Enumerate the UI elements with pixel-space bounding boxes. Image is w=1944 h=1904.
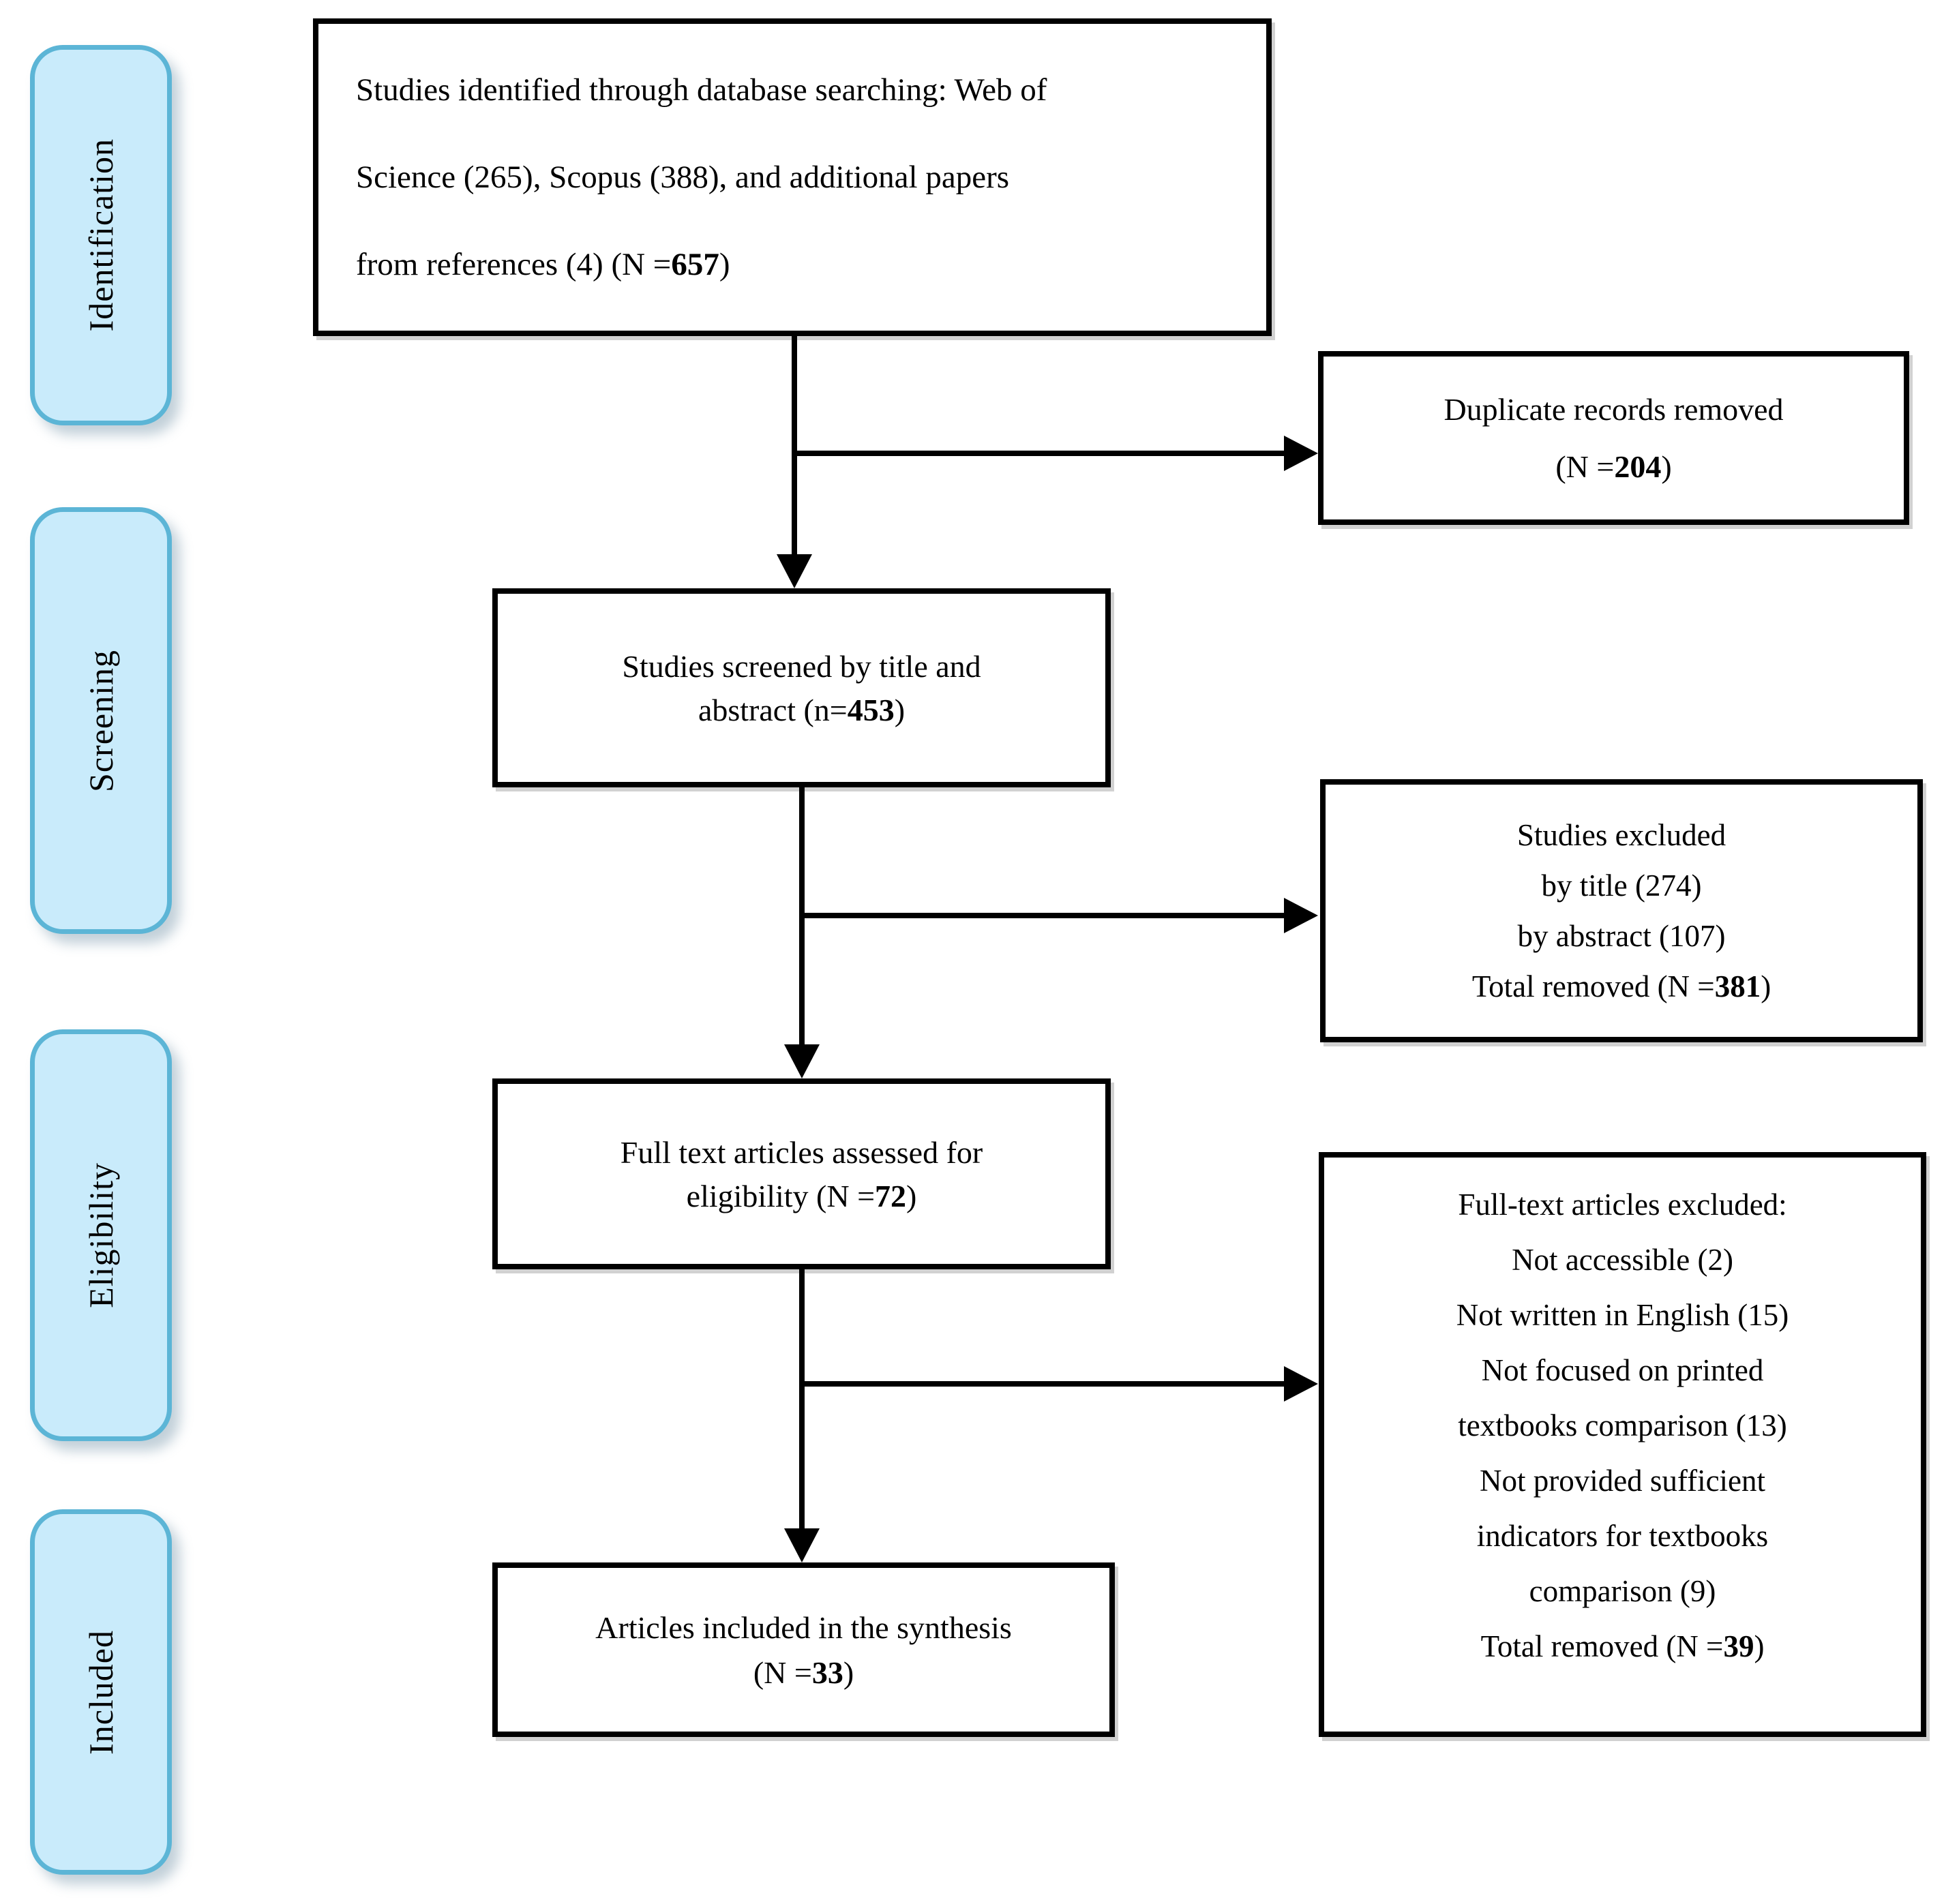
stage-label-identification: Identification <box>82 138 120 332</box>
count-included: 33 <box>811 1654 843 1690</box>
stage-label-included: Included <box>82 1629 120 1755</box>
arrow-right-icon <box>1284 436 1318 471</box>
box-text-line: Studies screened by title and <box>622 648 981 684</box>
stage-pillar-identification: Identification <box>30 45 172 425</box>
box-text-line: (N = 33) <box>753 1650 854 1695</box>
box-text-line: Articles included in the synthesis <box>595 1610 1012 1645</box>
text-segment: ) <box>894 692 906 727</box>
count-excluded-screening: 381 <box>1714 969 1761 1003</box>
box-text-line: Science (265), Scopus (388), and additio… <box>356 160 1010 195</box>
box-text-line: Duplicate records removed <box>1444 392 1784 427</box>
box-duplicates-removed: Duplicate records removed (N = 204) <box>1318 351 1909 525</box>
stage-pillar-eligibility: Eligibility <box>30 1029 172 1441</box>
box-studies-screened: Studies screened by title and abstract (… <box>492 588 1111 787</box>
stage-label-eligibility: Eligibility <box>82 1162 120 1308</box>
box-text-line: from references (4) (N = 657) <box>356 221 730 308</box>
text-segment: abstract (n= <box>698 692 848 727</box>
box-text-line: Not provided sufficient <box>1479 1463 1766 1498</box>
connector-to-excluded-fulltext <box>802 1381 1287 1387</box>
text-segment: ) <box>843 1654 854 1690</box>
text-segment: ) <box>1754 1629 1765 1663</box>
arrow-down-icon <box>784 1044 820 1078</box>
box-text-line: Not accessible (2) <box>1512 1242 1733 1277</box>
box-text-line: Not focused on printed <box>1481 1353 1764 1387</box>
text-segment: ) <box>1761 969 1771 1003</box>
box-studies-excluded-screening: Studies excluded by title (274) by abstr… <box>1320 779 1923 1042</box>
connector-fulltext-to-included <box>799 1269 805 1530</box>
box-text-line: (N = 204) <box>1555 438 1671 496</box>
box-studies-identified: Studies identified through database sear… <box>313 18 1272 336</box>
arrow-right-icon <box>1284 1366 1318 1402</box>
box-fulltext-excluded: Full-text articles excluded: Not accessi… <box>1319 1152 1926 1737</box>
stage-label-screening: Screening <box>82 649 120 792</box>
text-segment: Total removed (N = <box>1480 1629 1724 1663</box>
stage-pillar-screening: Screening <box>30 507 172 934</box>
box-text-line: by title (274) <box>1541 868 1702 903</box>
count-excluded-fulltext: 39 <box>1723 1629 1754 1663</box>
count-total-identified: 657 <box>671 247 719 282</box>
box-text-line: comparison (9) <box>1529 1573 1716 1608</box>
box-text-line: Not written in English (15) <box>1456 1297 1789 1332</box>
box-articles-included: Articles included in the synthesis (N = … <box>492 1562 1115 1737</box>
text-segment: ) <box>719 247 730 282</box>
box-text-line: Full text articles assessed for <box>620 1134 983 1170</box>
arrow-down-icon <box>784 1528 820 1562</box>
count-screened: 453 <box>847 692 895 727</box>
stage-pillar-included: Included <box>30 1509 172 1875</box>
arrow-right-icon <box>1284 898 1318 933</box>
box-fulltext-assessed: Full text articles assessed for eligibil… <box>492 1078 1111 1269</box>
text-segment: eligibility (N = <box>686 1178 876 1213</box>
box-text-line: indicators for textbooks <box>1476 1518 1769 1553</box>
box-text-line: Full-text articles excluded: <box>1458 1187 1787 1222</box>
box-text-line: Studies identified through database sear… <box>356 72 1047 108</box>
text-segment: Total removed (N = <box>1471 969 1715 1003</box>
box-text-line: textbooks comparison (13) <box>1458 1408 1787 1442</box>
text-segment: ) <box>1661 449 1672 484</box>
arrow-down-icon <box>777 554 812 588</box>
connector-identified-to-screened <box>792 336 797 556</box>
box-text-line: Studies excluded <box>1516 818 1726 852</box>
count-duplicates: 204 <box>1614 449 1662 484</box>
text-segment: from references (4) (N = <box>356 247 672 282</box>
text-segment: (N = <box>1555 449 1615 484</box>
box-text-line: eligibility (N = 72) <box>687 1174 917 1218</box>
box-text-line: abstract (n=453) <box>698 688 905 731</box>
box-text-line: Total removed (N = 39) <box>1481 1618 1765 1674</box>
text-segment: (N = <box>753 1654 812 1690</box>
text-segment: ) <box>906 1178 917 1213</box>
connector-to-excluded-screening <box>802 913 1287 918</box>
box-text-line: Total removed (N = 381) <box>1472 961 1771 1012</box>
box-text-line: by abstract (107) <box>1517 919 1726 953</box>
connector-to-duplicates <box>794 451 1287 456</box>
count-fulltext-assessed: 72 <box>875 1178 907 1213</box>
